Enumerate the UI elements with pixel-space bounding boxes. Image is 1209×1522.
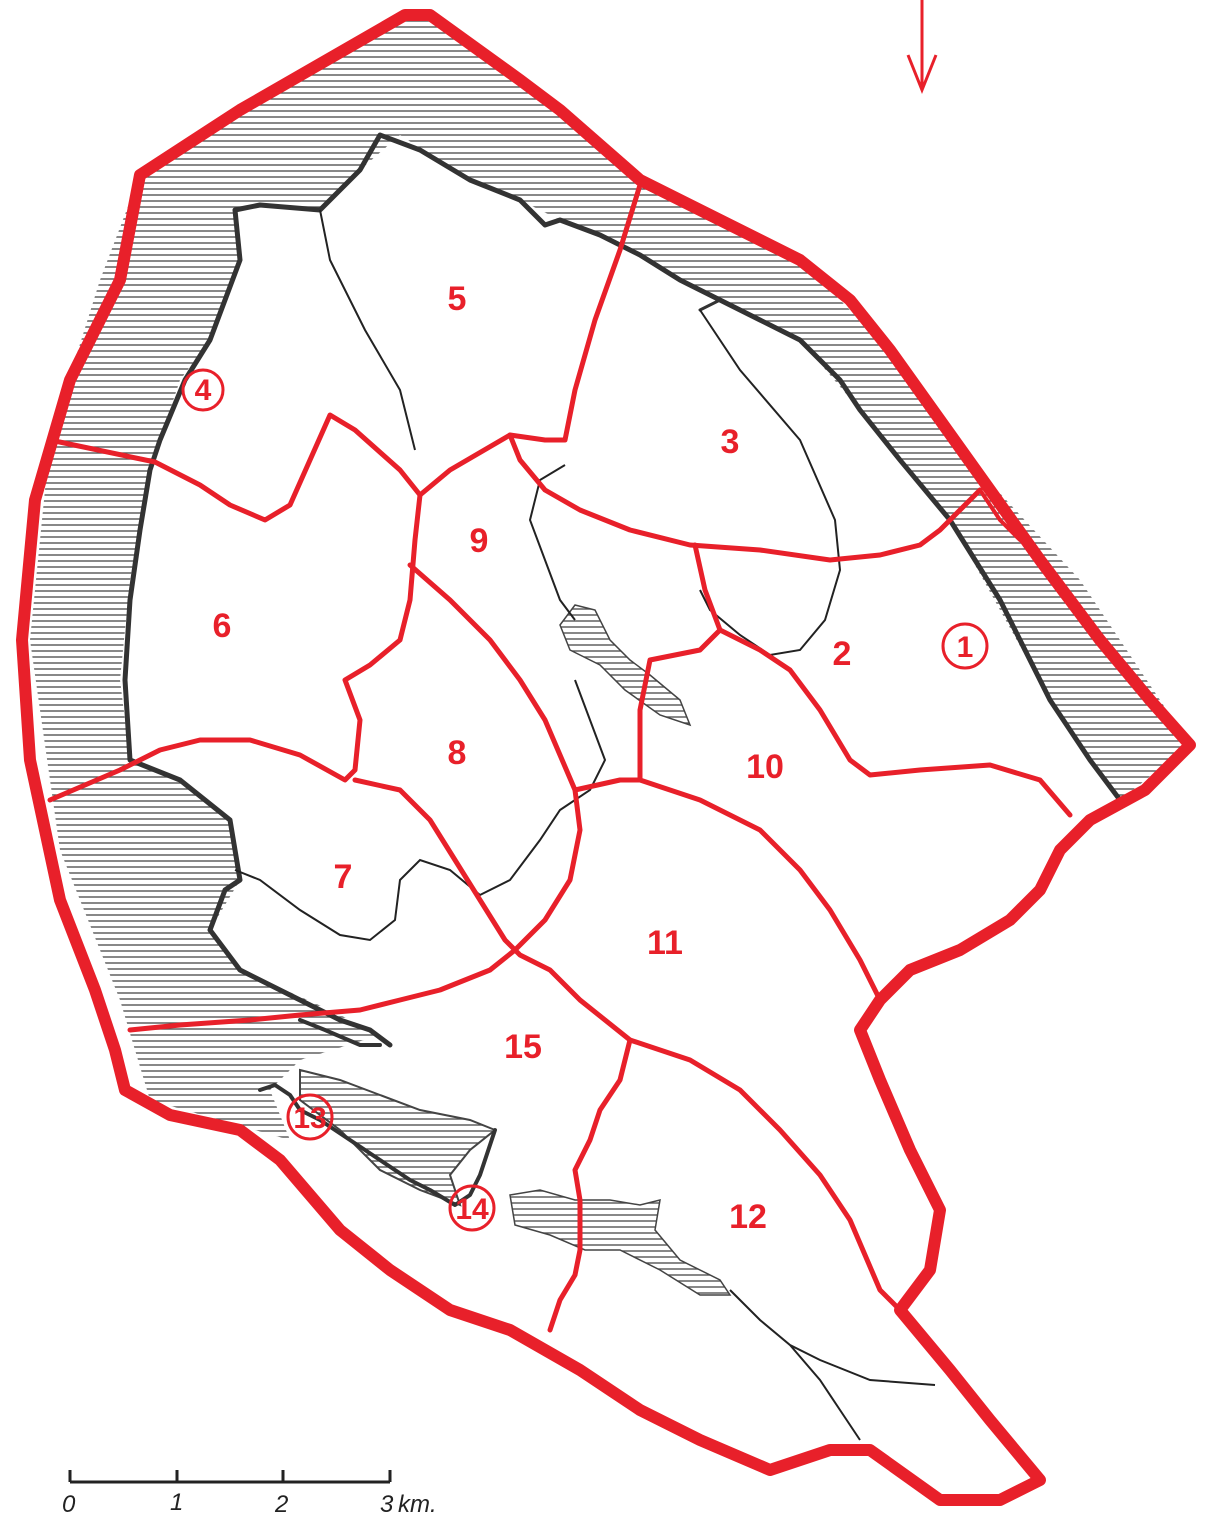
coastline-inlet <box>698 298 802 342</box>
region-label-5: 5 <box>448 280 467 318</box>
hatched-bay <box>299 1068 497 1207</box>
circled-region-labels: 1 4 13 14 <box>181 368 989 1232</box>
region-label-10: 10 <box>746 748 784 786</box>
river-central <box>528 464 576 621</box>
hatched-lake <box>559 604 692 727</box>
region-label-8: 8 <box>448 734 467 772</box>
scale-tick-1: 1 <box>170 1489 183 1516</box>
circled-label-14: 14 <box>455 1193 489 1226</box>
river-south <box>729 1289 936 1441</box>
region-label-3: 3 <box>721 423 740 461</box>
outer-boundary <box>16 9 1196 1506</box>
scale-tick-0: 0 <box>62 1491 76 1518</box>
scale-tick-3: 3 <box>380 1491 394 1518</box>
arrow-down-icon <box>906 0 938 95</box>
region-label-12: 12 <box>729 1198 767 1236</box>
circled-label-13: 13 <box>293 1102 326 1135</box>
region-label-2: 2 <box>833 635 852 673</box>
river-lake-outflow <box>234 679 607 942</box>
circled-label-4: 4 <box>195 374 212 407</box>
circled-label-1: 1 <box>957 631 974 664</box>
hatched-river-mouth <box>509 1189 732 1296</box>
river-east <box>699 309 842 657</box>
district-boundaries <box>47 182 1073 1333</box>
scale-unit: km. <box>398 1491 437 1518</box>
coastline-islands <box>258 1018 497 1207</box>
region-label-6: 6 <box>213 607 232 645</box>
scale-bar: 0 1 2 3 km. <box>62 1470 437 1518</box>
hatched-coastal-zone <box>30 15 1190 1140</box>
region-label-11: 11 <box>647 924 683 962</box>
coastline <box>122 132 1123 1048</box>
river-north <box>319 209 416 451</box>
scale-tick-2: 2 <box>274 1491 288 1518</box>
region-label-15: 15 <box>504 1028 542 1066</box>
region-labels: 2 3 5 6 7 8 9 10 11 12 15 <box>213 280 852 1236</box>
region-label-7: 7 <box>334 858 353 896</box>
region-label-9: 9 <box>470 522 489 560</box>
